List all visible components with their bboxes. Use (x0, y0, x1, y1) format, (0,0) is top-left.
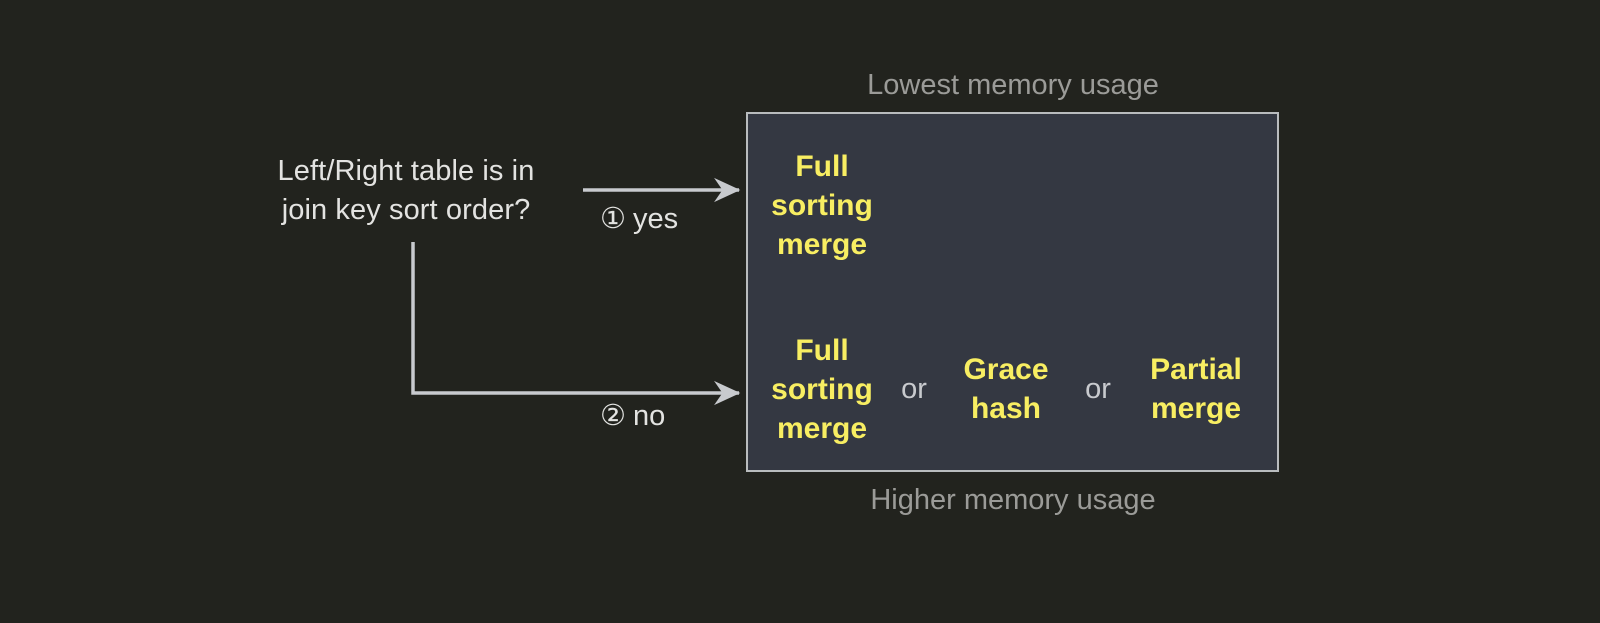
option-separator-2: or (1085, 372, 1111, 405)
decision-question: Left/Right table is in join key sort ord… (277, 155, 535, 226)
branch-marker-1: ① (600, 203, 626, 235)
branch-marker-2: ② (600, 400, 626, 432)
option-full-sorting-merge-sorted: Full sorting merge (771, 149, 873, 261)
join-strategy-panel: Full sorting merge Full sorting merge or… (746, 112, 1279, 472)
option-full-sorting-merge-unsorted: Full sorting merge (771, 333, 873, 445)
option-row-unsorted: Full sorting merge or Grace hash or Part… (748, 324, 1277, 454)
option-partial-merge: Partial merge (1150, 353, 1242, 425)
arrow-no (411, 242, 741, 406)
option-grace-hash: Grace hash (963, 353, 1049, 425)
option-row-sorted: Full sorting merge (748, 140, 1277, 270)
caption-lowest-memory: Lowest memory usage (867, 69, 1159, 101)
branch-text-yes: yes (633, 203, 679, 235)
option-separator-1: or (901, 372, 927, 405)
branch-text-no: no (633, 400, 666, 432)
caption-higher-memory: Higher memory usage (870, 484, 1156, 516)
